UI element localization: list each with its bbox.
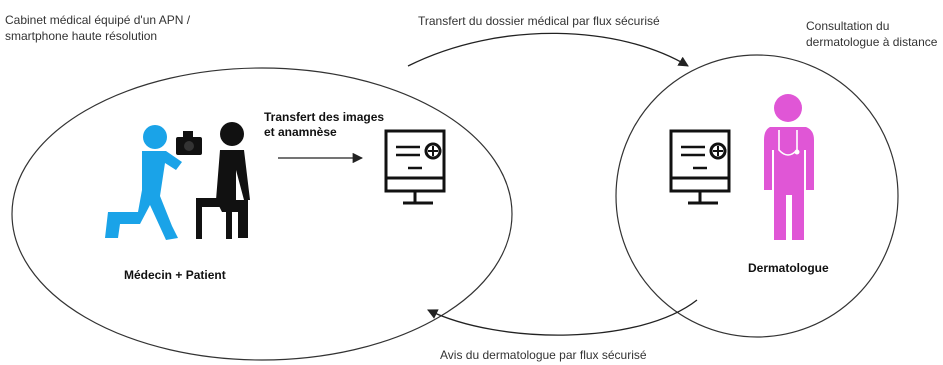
seated-patient-icon (196, 122, 250, 239)
monitor-icon (669, 129, 731, 205)
transfer-label-line: et anamnèse (264, 125, 337, 139)
transfer-label-line: Transfert des images (264, 110, 385, 124)
caption-line: Consultation du (806, 19, 890, 33)
bottom-arrow-label: Avis du dermatologue par flux sécurisé (440, 348, 647, 362)
left-ellipse (11, 67, 513, 361)
medecin-patient-label: Médecin + Patient (124, 268, 226, 282)
top-arrow (407, 32, 689, 67)
right-circle (615, 54, 899, 338)
photographer-icon (105, 125, 182, 240)
caption-line: dermatologue à distance (806, 35, 938, 49)
bottom-arrow (427, 299, 698, 336)
camera-icon (176, 131, 202, 155)
monitor-icon (384, 129, 446, 205)
dermatologue-label: Dermatologue (748, 261, 829, 275)
top-right-caption: Consultation du dermatologue à distance (806, 18, 937, 50)
caption-line: Cabinet médical équipé d'un APN / (5, 13, 191, 27)
top-arrow-label: Transfert du dossier médical par flux sé… (418, 14, 660, 28)
caption-line: smartphone haute résolution (5, 29, 158, 43)
doctor-stethoscope-icon (764, 94, 814, 240)
images-transfer-label: Transfert des images et anamnèse (264, 110, 384, 140)
top-left-caption: Cabinet médical équipé d'un APN / smartp… (5, 12, 190, 44)
